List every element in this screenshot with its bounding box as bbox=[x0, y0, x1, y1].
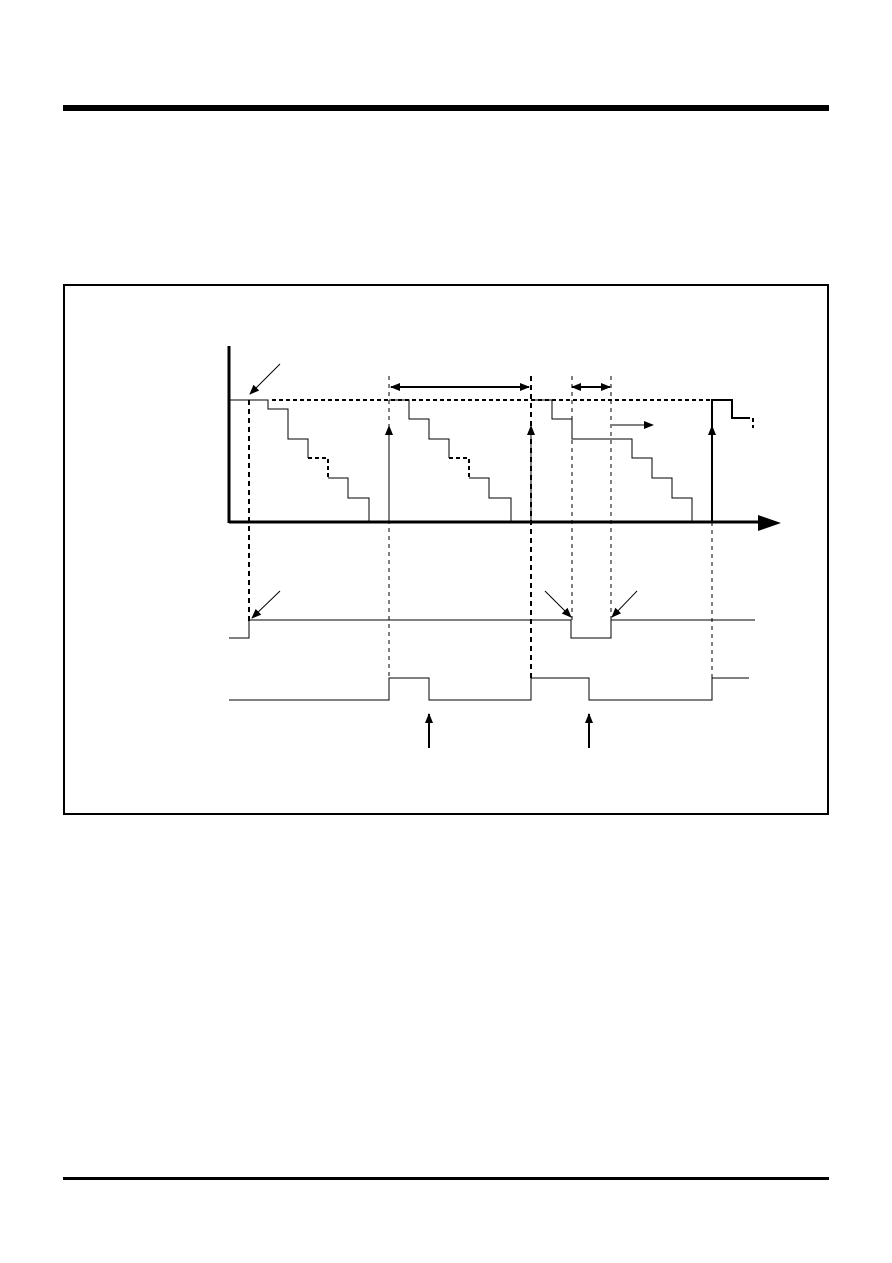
staircase-2 bbox=[389, 399, 512, 522]
header-rule bbox=[63, 105, 829, 111]
x-axis-arrowhead bbox=[758, 515, 781, 531]
timing-diagram bbox=[227, 346, 781, 748]
pointer-arrows bbox=[249, 363, 638, 619]
reload-arrows bbox=[385, 425, 716, 522]
footer-rule bbox=[63, 1177, 829, 1180]
staircase-3 bbox=[532, 399, 693, 522]
signal-waveform-2 bbox=[229, 677, 749, 701]
guide-lines bbox=[248, 376, 713, 681]
bottom-arrows bbox=[425, 713, 593, 748]
staircase-1 bbox=[229, 399, 370, 522]
axes bbox=[227, 346, 781, 531]
figure-frame bbox=[63, 284, 829, 815]
final-level-dashed bbox=[732, 417, 754, 428]
signal-waveform-1 bbox=[229, 619, 755, 639]
final-level bbox=[711, 399, 750, 522]
